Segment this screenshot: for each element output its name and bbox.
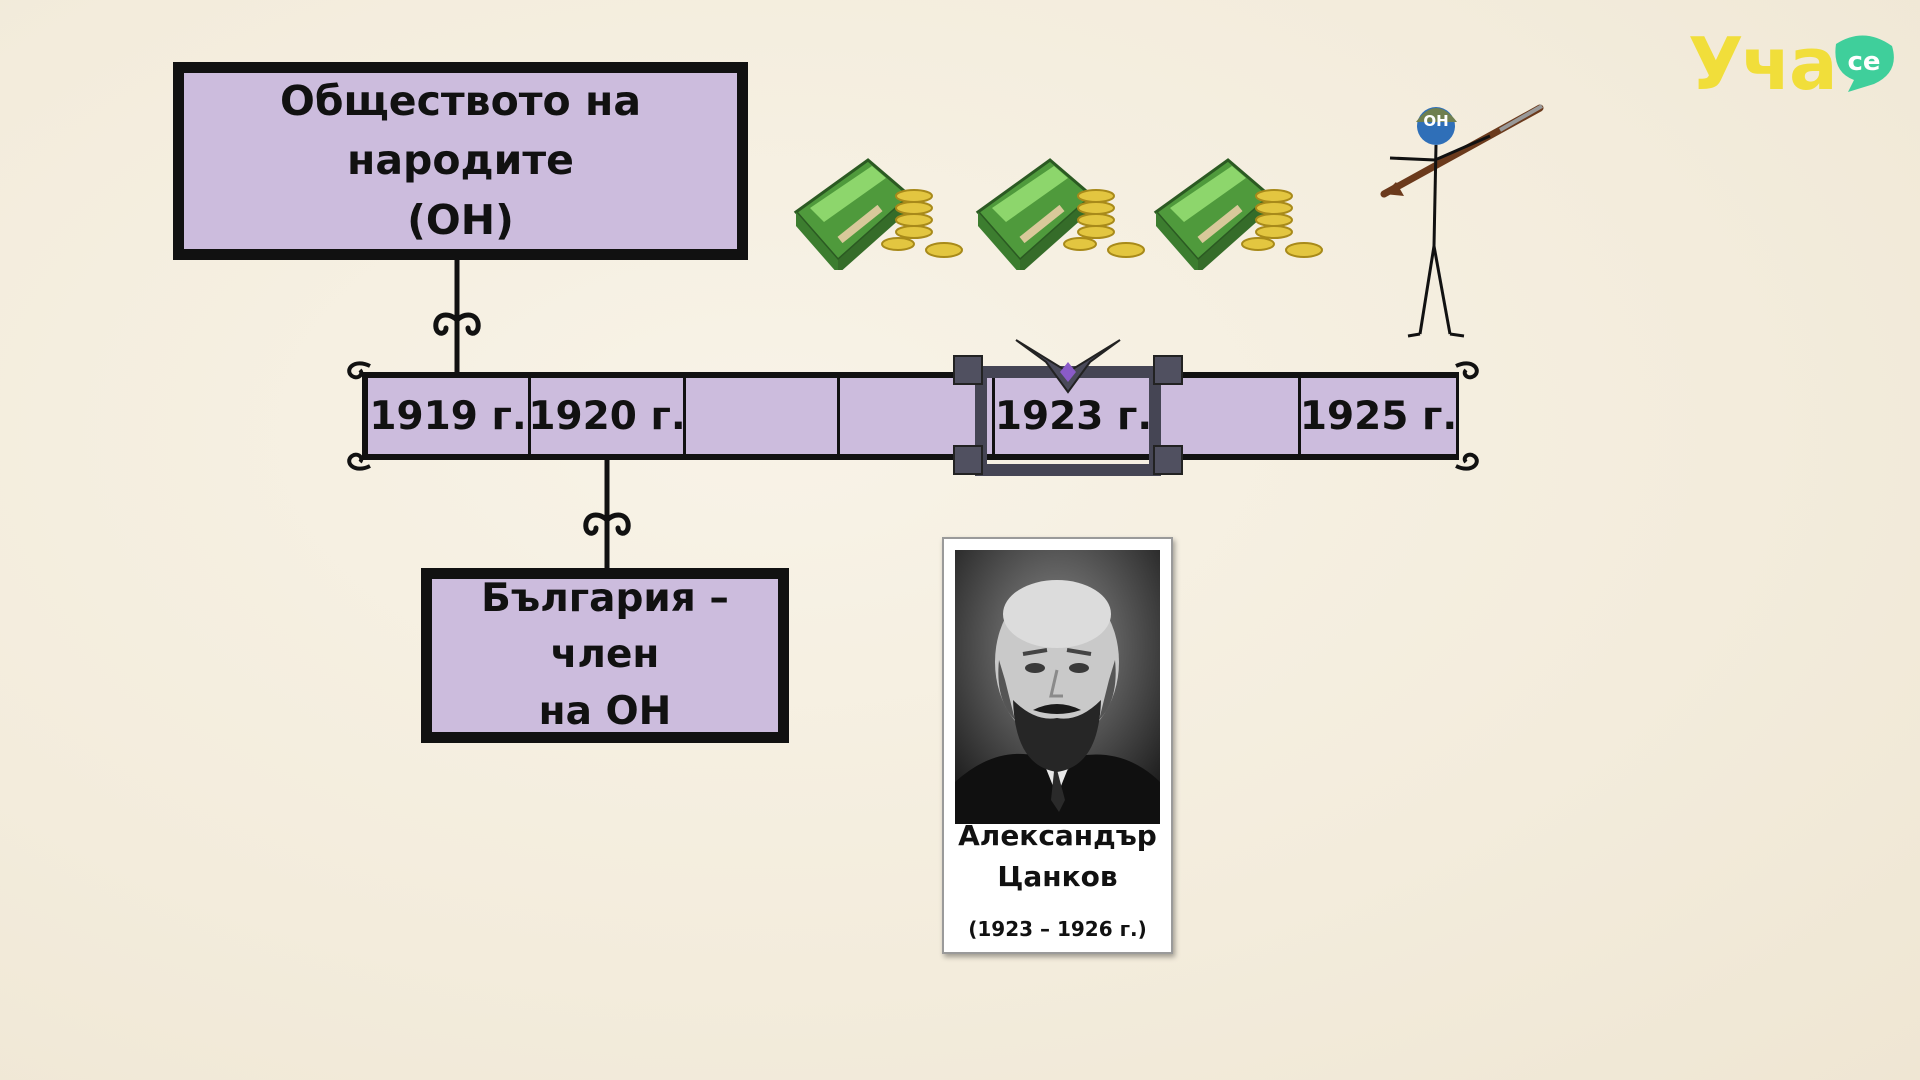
scroll-ornament-right-icon (1455, 361, 1479, 471)
portrait-photo (955, 550, 1160, 824)
timeline-cell-1919: 1919 г. (369, 393, 527, 439)
bulgaria-line1: България – член (481, 575, 729, 678)
timeline-cell-1921 (683, 378, 837, 454)
money-stack-icon (793, 158, 963, 270)
league-title: Обществото на народите (280, 76, 641, 185)
highlight-frame-1923 (953, 339, 1183, 476)
league-of-nations-box: Обществото на народите (ОН) (173, 62, 748, 260)
timeline-cell-1925: 1925 г. (1298, 378, 1457, 454)
bulgaria-line2: на ОН (538, 688, 672, 734)
hook-connector-icon (583, 458, 631, 570)
timeline-cell-1922 (837, 378, 992, 454)
portrait-card: Александър Цанков (1923 – 1926 г.) (942, 537, 1173, 954)
portrait-name-line2: Цанков (997, 860, 1118, 893)
money-stack-icon (975, 158, 1145, 270)
logo-badge-text: се (1847, 47, 1880, 77)
portrait-name: Александър Цанков (944, 815, 1171, 897)
soldier-with-rifle-icon: ОН (1380, 104, 1544, 338)
logo-badge-icon: се (1835, 35, 1894, 92)
league-abbr: (ОН) (407, 195, 514, 244)
helmet-label: ОН (1423, 112, 1448, 130)
timeline-bar: 1919 г. 1920 г. 1923 г. 1925 г. (368, 372, 1457, 460)
logo-text: Уча (1688, 22, 1838, 106)
bulgaria-member-box: България – член на ОН (421, 568, 789, 743)
timeline-cell-1920: 1920 г. (528, 378, 686, 454)
portrait-years: (1923 – 1926 г.) (968, 917, 1147, 941)
scroll-ornament-left-icon (347, 361, 371, 471)
timeline-cell-1923: 1923 г. (992, 378, 1152, 454)
money-stack-icon (1153, 158, 1323, 270)
hook-connector-icon (433, 258, 481, 374)
uchase-logo: Уча (1688, 22, 1838, 106)
timeline-left-cap (362, 372, 370, 460)
portrait-name-line1: Александър (958, 819, 1157, 852)
